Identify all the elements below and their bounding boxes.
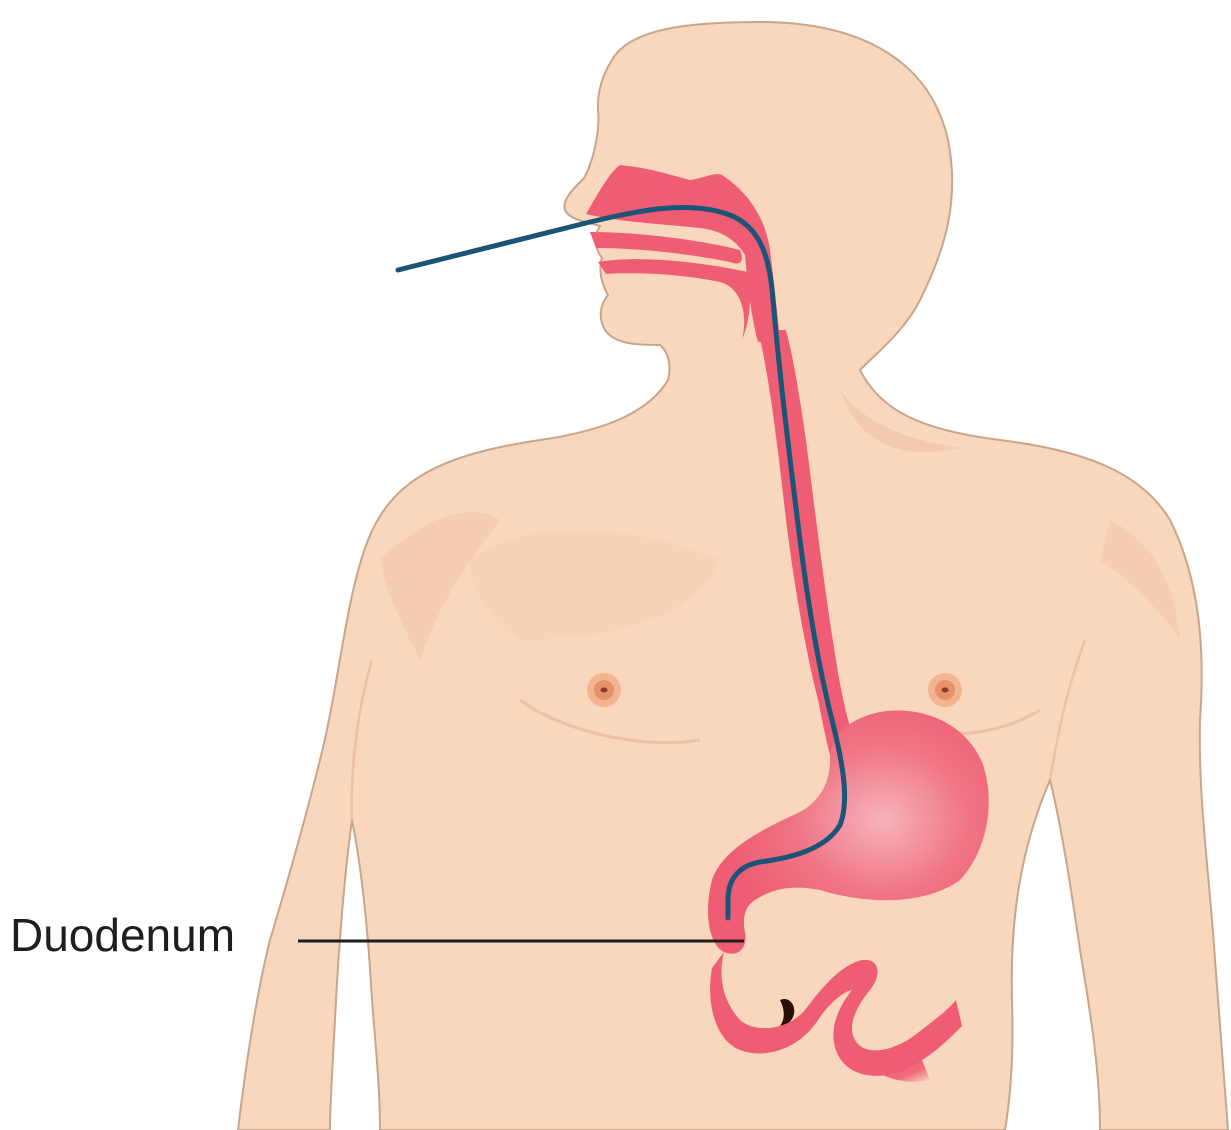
nipple-right bbox=[928, 673, 962, 707]
duodenum-label: Duodenum bbox=[10, 912, 235, 958]
nipple-left bbox=[587, 673, 621, 707]
